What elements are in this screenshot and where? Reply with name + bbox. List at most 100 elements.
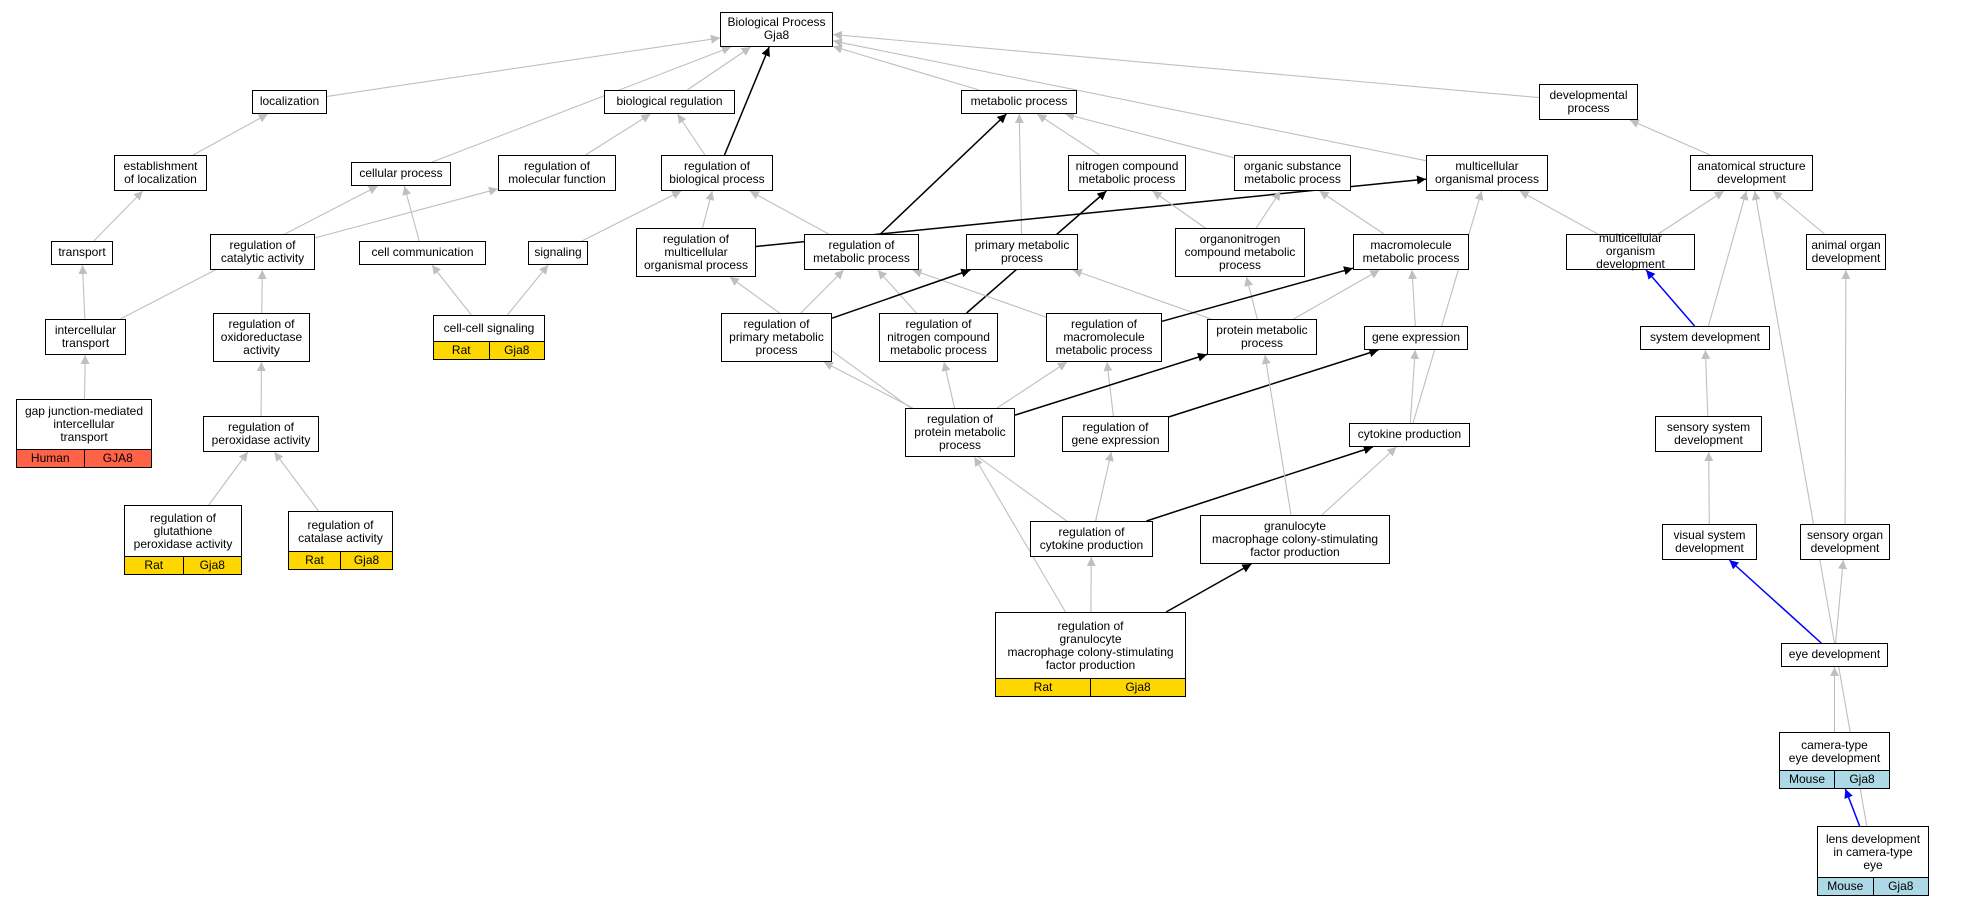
edge-organic-to-metabolic bbox=[1065, 111, 1235, 159]
edge-regmet-to-metabolic bbox=[879, 113, 1007, 235]
edge-reggeneexp-to-geneexp bbox=[1168, 348, 1379, 418]
edge-lensdev-to-cameraeye bbox=[1844, 788, 1861, 827]
edge-visualsys-to-sensorysys bbox=[1704, 451, 1714, 525]
go-term-node-regmolfun: regulation of molecular function bbox=[498, 155, 616, 191]
go-term-node-regcat: regulation of catalytic activity bbox=[210, 234, 315, 270]
go-term-node-regnitro: regulation of nitrogen compound metaboli… bbox=[879, 313, 998, 362]
go-term-label: system development bbox=[1649, 330, 1761, 344]
go-term-label: sensory system development bbox=[1666, 419, 1751, 447]
go-term-node-cellular: cellular process bbox=[351, 162, 451, 186]
edge-sensorysys-to-sysdev bbox=[1701, 349, 1711, 417]
go-term-label: regulation of molecular function bbox=[508, 158, 606, 186]
edge-regcyto-to-cytokine bbox=[1146, 445, 1374, 522]
annotation-gene: Gja8 bbox=[340, 552, 392, 569]
edge-regnitro-to-regmet bbox=[877, 269, 917, 314]
edge-regprimary-to-primary bbox=[831, 268, 971, 319]
go-term-node-gmcsf: granulocyte macrophage colony-stimulatin… bbox=[1200, 515, 1390, 564]
go-term-label: camera-type eye development bbox=[1788, 737, 1881, 765]
go-term-label: primary metabolic process bbox=[974, 237, 1070, 265]
annotation-gene: Gja8 bbox=[488, 342, 544, 359]
go-term-label: anatomical structure development bbox=[1697, 158, 1806, 186]
edge-organonitro-to-organic bbox=[1255, 190, 1282, 229]
go-term-node-regbio: regulation of biological process bbox=[661, 155, 773, 191]
edge-eyedev-to-visualsys bbox=[1728, 559, 1822, 644]
edge-gmcsf-to-protmet bbox=[1261, 354, 1292, 516]
edge-primary-to-metabolic bbox=[1014, 113, 1024, 235]
edge-multidev-to-anatdev bbox=[1657, 190, 1725, 235]
go-term-node-cellcomm: cell communication bbox=[359, 241, 486, 265]
edge-lensdev-to-anatdev bbox=[1751, 190, 1868, 827]
go-term-node-regprot: regulation of protein metabolic process bbox=[905, 408, 1015, 457]
edge-transport-to-estloc bbox=[93, 190, 144, 242]
go-term-label: transport bbox=[58, 245, 106, 259]
go-term-label: biological regulation bbox=[616, 94, 723, 108]
annotation-species: Mouse bbox=[1818, 878, 1873, 895]
go-term-node-regperox: regulation of peroxidase activity bbox=[203, 416, 319, 452]
annotation-gene: Gja8 bbox=[1872, 878, 1928, 895]
annotation-species: Rat bbox=[289, 552, 340, 569]
edge-estloc-to-localization bbox=[192, 113, 268, 156]
go-term-label: localization bbox=[259, 94, 320, 108]
edge-gapjunc-to-intracell bbox=[80, 354, 90, 400]
annotation-species: Rat bbox=[996, 679, 1090, 696]
go-term-label: regulation of catalase activity bbox=[298, 517, 383, 545]
go-term-node-regcyto: regulation of cytokine production bbox=[1030, 521, 1153, 557]
go-term-node-reggluta: regulation of glutathione peroxidase act… bbox=[124, 505, 242, 575]
go-term-label: eye development bbox=[1788, 647, 1881, 661]
go-term-node-gapjunc: gap junction-mediated intercellular tran… bbox=[16, 399, 152, 468]
edge-organonitro-to-nitrogen bbox=[1152, 190, 1206, 229]
go-term-label: cytokine production bbox=[1357, 427, 1462, 441]
edge-protmet-to-macromol bbox=[1293, 269, 1380, 320]
go-term-node-bioreg: biological regulation bbox=[604, 90, 735, 114]
go-term-node-regmulti: regulation of multicellular organismal p… bbox=[636, 228, 756, 277]
annotation-gene: Gja8 bbox=[182, 557, 241, 574]
go-term-label: metabolic process bbox=[970, 94, 1068, 108]
edge-sensoryorg-to-animalorgan bbox=[1841, 269, 1851, 525]
annotation-species: Human bbox=[17, 450, 84, 467]
go-term-node-organonitro: organonitrogen compound metabolic proces… bbox=[1175, 228, 1305, 277]
go-term-label: signaling bbox=[534, 245, 582, 259]
go-term-node-sensorysys: sensory system development bbox=[1655, 416, 1762, 452]
edge-regmacro-to-macromol bbox=[1161, 266, 1354, 323]
edge-reggmcsf-to-regprot bbox=[973, 456, 1066, 613]
edge-regoxido-to-regcat bbox=[257, 269, 267, 314]
edge-regprot-to-regprimary bbox=[823, 361, 913, 409]
go-term-node-cytokine: cytokine production bbox=[1349, 423, 1470, 447]
go-term-node-animalorgan: animal organ development bbox=[1806, 234, 1886, 270]
go-term-label: gap junction-mediated intercellular tran… bbox=[24, 404, 144, 444]
go-term-node-reggeneexp: regulation of gene expression bbox=[1062, 416, 1169, 452]
edge-gmcsf-to-cytokine bbox=[1321, 446, 1397, 516]
go-term-node-intracell: intercellular transport bbox=[45, 319, 126, 355]
go-term-node-devproc: developmental process bbox=[1539, 84, 1638, 120]
edge-ccsignal-to-signaling bbox=[506, 264, 549, 316]
go-term-label: regulation of granulocyte macrophage col… bbox=[1007, 618, 1174, 672]
edge-cellular-to-bp bbox=[432, 46, 732, 163]
go-term-node-regoxido: regulation of oxidoreductase activity bbox=[213, 313, 310, 362]
go-term-label: regulation of multicellular organismal p… bbox=[643, 231, 749, 272]
edge-regbio-to-bp bbox=[723, 46, 770, 156]
go-term-label: developmental process bbox=[1549, 87, 1628, 115]
edge-reggeneexp-to-regmacro bbox=[1103, 361, 1114, 417]
go-term-label: regulation of oxidoreductase activity bbox=[220, 316, 303, 357]
edge-regmolfun-to-bioreg bbox=[585, 113, 651, 156]
go-term-node-signaling: signaling bbox=[528, 241, 588, 265]
go-term-node-primary: primary metabolic process bbox=[966, 234, 1078, 270]
go-term-node-macromol: macromolecule metabolic process bbox=[1353, 234, 1469, 270]
go-term-node-eyedev: eye development bbox=[1781, 643, 1888, 667]
go-term-label: establishment of localization bbox=[123, 158, 198, 186]
go-term-label: regulation of peroxidase activity bbox=[211, 419, 311, 447]
edge-eyedev-to-sensoryorg bbox=[1835, 559, 1847, 644]
edge-regprot-to-regmacro bbox=[996, 361, 1068, 409]
go-term-node-transport: transport bbox=[51, 241, 113, 265]
edge-geneexp-to-macromol bbox=[1408, 269, 1418, 327]
edge-regprot-to-protmet bbox=[1014, 352, 1208, 416]
go-term-label: gene expression bbox=[1371, 330, 1461, 344]
edge-intracell-to-transport bbox=[78, 264, 88, 320]
